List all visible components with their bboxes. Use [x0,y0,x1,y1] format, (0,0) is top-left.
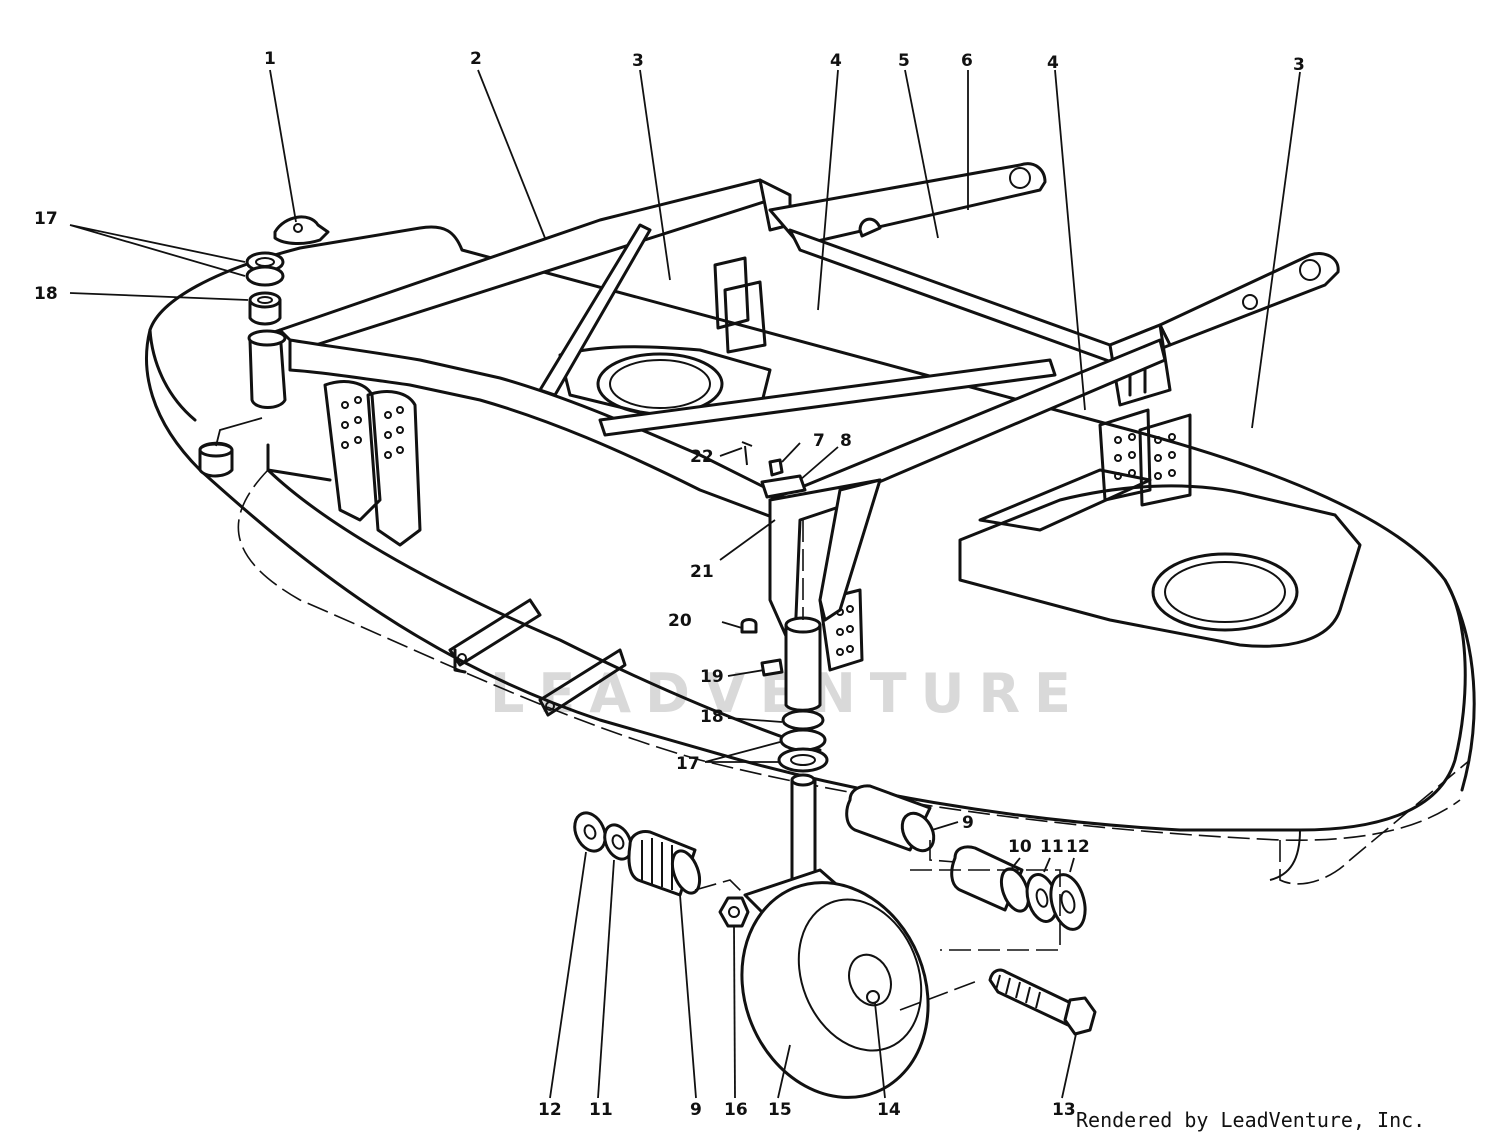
mower-deck [145,225,1476,885]
credit-text: Rendered by LeadVenture, Inc. [1076,1108,1426,1132]
callout-15: 15 [768,1100,792,1120]
callout-18b: 18 [700,707,724,727]
callout-17b: 17 [676,754,700,774]
callout-labels: 1 2 3 4 5 6 4 3 17 18 22 7 8 21 20 19 18… [34,49,1305,1120]
leader-lines [69,69,1301,1099]
callout-13: 13 [1052,1100,1076,1120]
callout-21: 21 [690,562,714,582]
callout-6: 6 [961,51,973,71]
hitch-frame [247,162,1340,647]
callout-3b: 3 [1293,55,1305,75]
callout-9b: 9 [690,1100,702,1120]
callout-11: 11 [1040,837,1064,857]
callout-16: 16 [724,1100,748,1120]
callout-3: 3 [632,51,644,71]
callout-1: 1 [264,49,276,69]
center-hardware [740,441,807,677]
callout-17: 17 [34,209,58,229]
callout-19: 19 [700,667,724,687]
callout-12: 12 [1066,837,1090,857]
callout-7: 7 [813,431,825,451]
gauge-wheel-assembly [573,520,1097,1099]
callout-2: 2 [470,49,482,69]
callout-8: 8 [840,431,852,451]
left-pivot-hardware [198,215,330,478]
callout-4: 4 [830,51,842,71]
callout-20: 20 [668,611,692,631]
callout-10: 10 [1008,837,1032,857]
callout-11b: 11 [589,1100,613,1120]
callout-22: 22 [690,447,714,467]
callout-5: 5 [898,51,910,71]
callout-9: 9 [962,813,974,833]
callout-4b: 4 [1047,53,1059,73]
callout-14: 14 [877,1100,901,1120]
callout-18: 18 [34,284,58,304]
callout-12b: 12 [538,1100,562,1120]
